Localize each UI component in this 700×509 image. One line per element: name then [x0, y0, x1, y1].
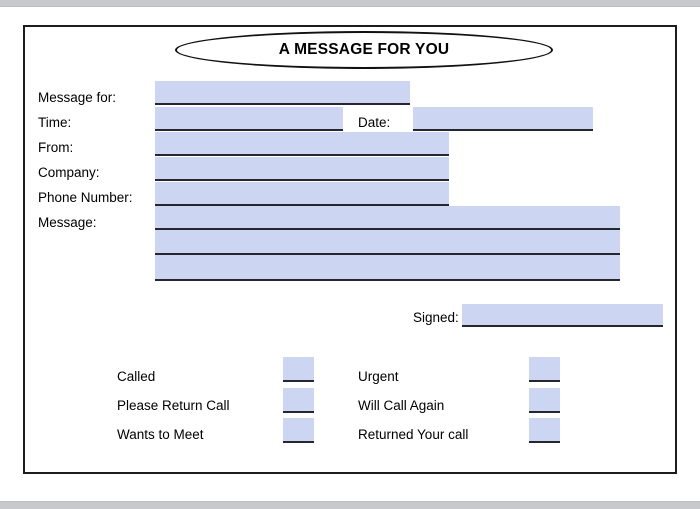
- wants-to-meet-checkbox[interactable]: [283, 418, 314, 443]
- bottom-gray-band: [0, 501, 700, 509]
- form-title: A MESSAGE FOR YOU: [278, 41, 450, 58]
- message-for-field[interactable]: [155, 81, 410, 105]
- time-field[interactable]: [155, 107, 343, 131]
- message-for-label: Message for:: [38, 90, 117, 105]
- urgent-checkbox[interactable]: [529, 357, 560, 382]
- message-form-box: A MESSAGE FOR YOU Message for: Time: Dat…: [23, 25, 677, 474]
- top-gray-band: [0, 0, 700, 7]
- date-field[interactable]: [413, 107, 593, 131]
- wants-to-meet-label: Wants to Meet: [117, 427, 204, 442]
- phone-number-label: Phone Number:: [38, 190, 133, 205]
- signed-field[interactable]: [462, 304, 663, 327]
- phone-number-field[interactable]: [155, 182, 449, 206]
- please-return-call-label: Please Return Call: [117, 398, 230, 413]
- time-label: Time:: [38, 115, 72, 130]
- from-label: From:: [38, 140, 74, 155]
- will-call-again-label: Will Call Again: [358, 398, 445, 413]
- form-title-ellipse: A MESSAGE FOR YOU: [175, 31, 553, 69]
- company-field[interactable]: [155, 157, 449, 181]
- from-field[interactable]: [155, 132, 449, 156]
- message-field-row-1[interactable]: [155, 206, 620, 230]
- please-return-call-checkbox[interactable]: [283, 388, 314, 413]
- urgent-label: Urgent: [358, 369, 399, 384]
- date-label: Date:: [358, 115, 391, 130]
- company-label: Company:: [38, 165, 100, 180]
- will-call-again-checkbox[interactable]: [529, 388, 560, 413]
- message-field-row-2[interactable]: [155, 230, 620, 255]
- signed-label: Signed:: [413, 310, 459, 325]
- message-field-row-3[interactable]: [155, 255, 620, 281]
- called-label: Called: [117, 369, 156, 384]
- called-checkbox[interactable]: [283, 357, 314, 382]
- returned-your-call-label: Returned Your call: [358, 427, 469, 442]
- returned-your-call-checkbox[interactable]: [529, 418, 560, 443]
- message-label: Message:: [38, 215, 97, 230]
